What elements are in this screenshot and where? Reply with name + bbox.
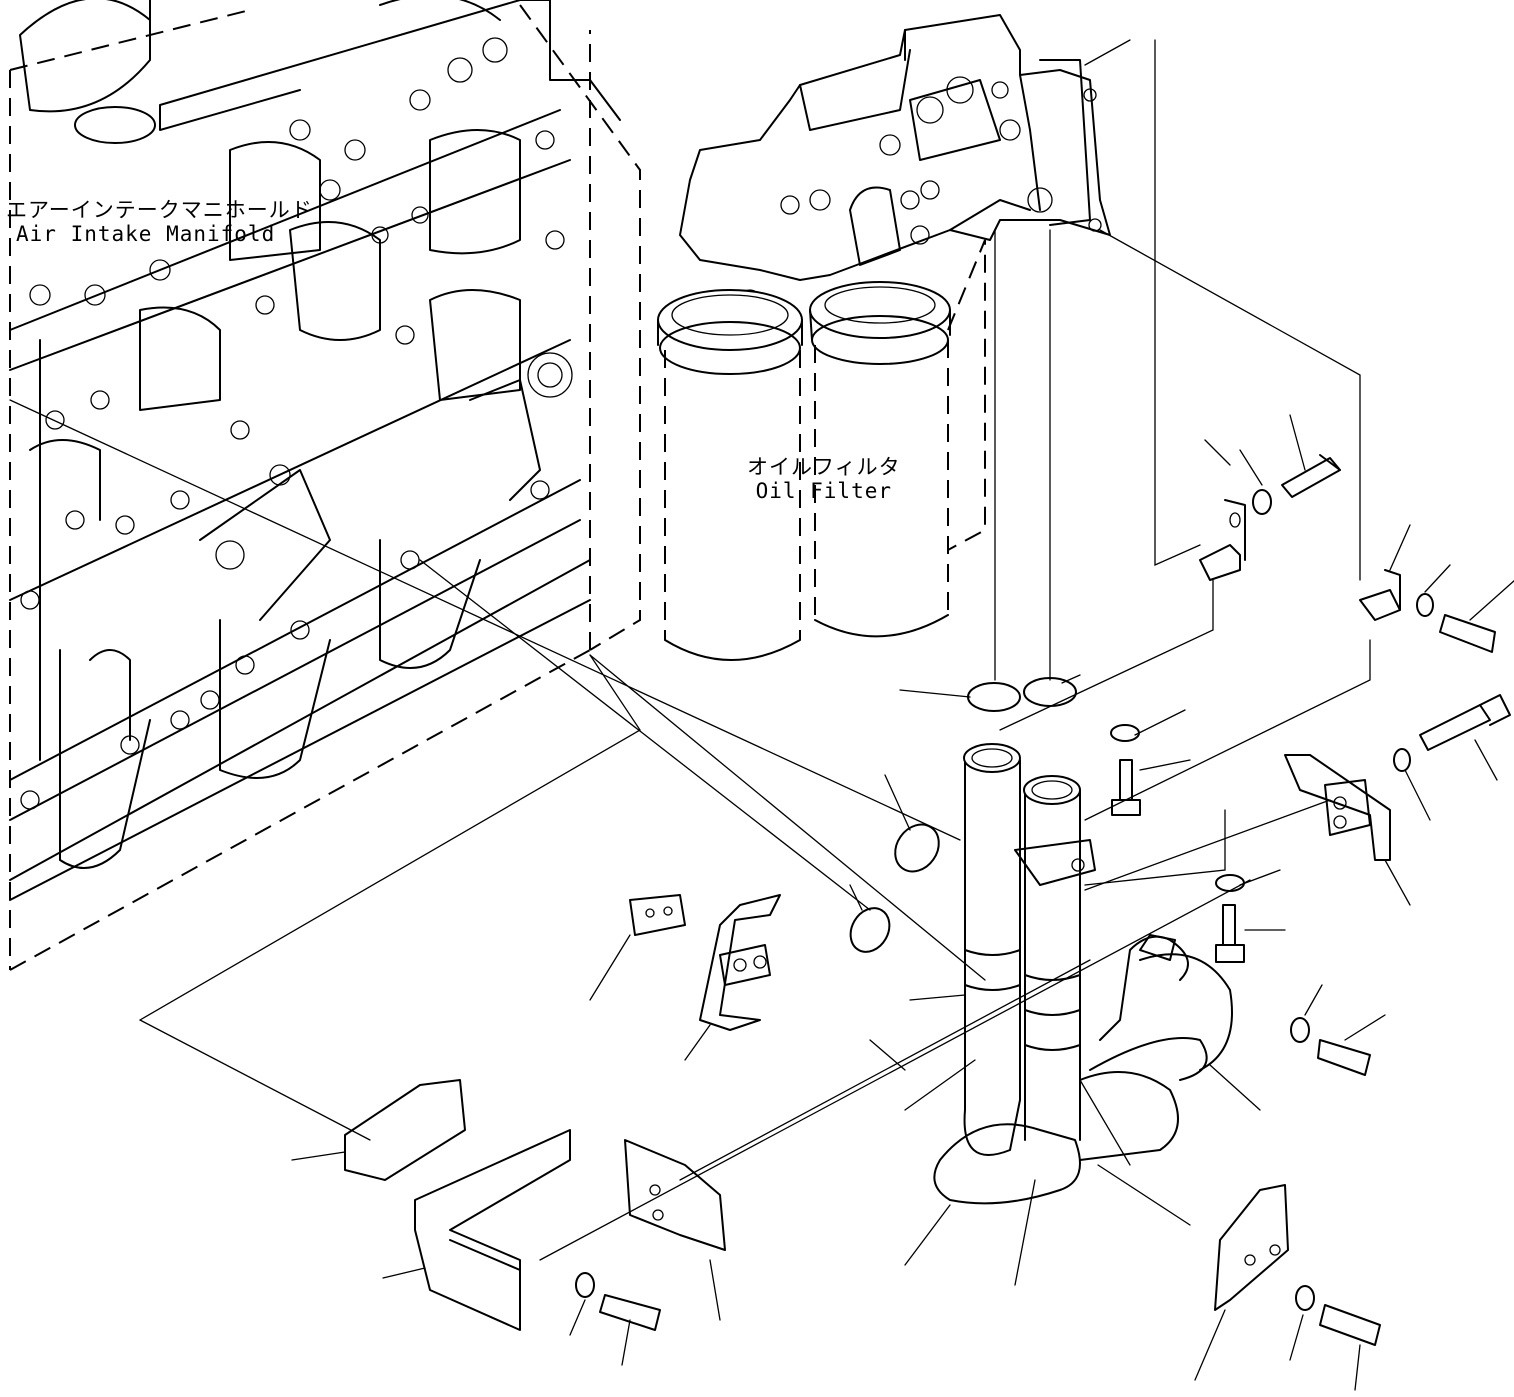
bracket-bottom-left	[344, 1079, 1289, 1331]
right-clamp-far	[1359, 569, 1496, 653]
oil-filter-right	[809, 239, 986, 638]
air-intake-manifold-label-jp: エアーインテークマニホールド	[6, 198, 313, 222]
leader-lines	[9, 39, 1514, 1391]
o-rings	[849, 677, 1077, 953]
right-clamp-upper	[1199, 454, 1341, 581]
oil-filter-left	[657, 289, 803, 661]
oil-filter-label-en: Oil Filter	[755, 479, 893, 503]
nuts-bolts-mid	[575, 724, 1381, 1346]
bracket-left-mid	[629, 894, 781, 1031]
air-intake-manifold-label-en: Air Intake Manifold	[16, 222, 276, 246]
bracket-right-mid	[1284, 754, 1391, 861]
engine-block	[9, 0, 641, 971]
oil-pipes	[933, 743, 1233, 1205]
oil-filter-label-jp: オイルフィルタ	[747, 455, 901, 479]
oil-filter-label: オイルフィルタ Oil Filter	[747, 455, 901, 503]
air-intake-manifold-label: エアーインテークマニホールド Air Intake Manifold	[6, 198, 313, 246]
long-bolt	[1393, 694, 1511, 772]
